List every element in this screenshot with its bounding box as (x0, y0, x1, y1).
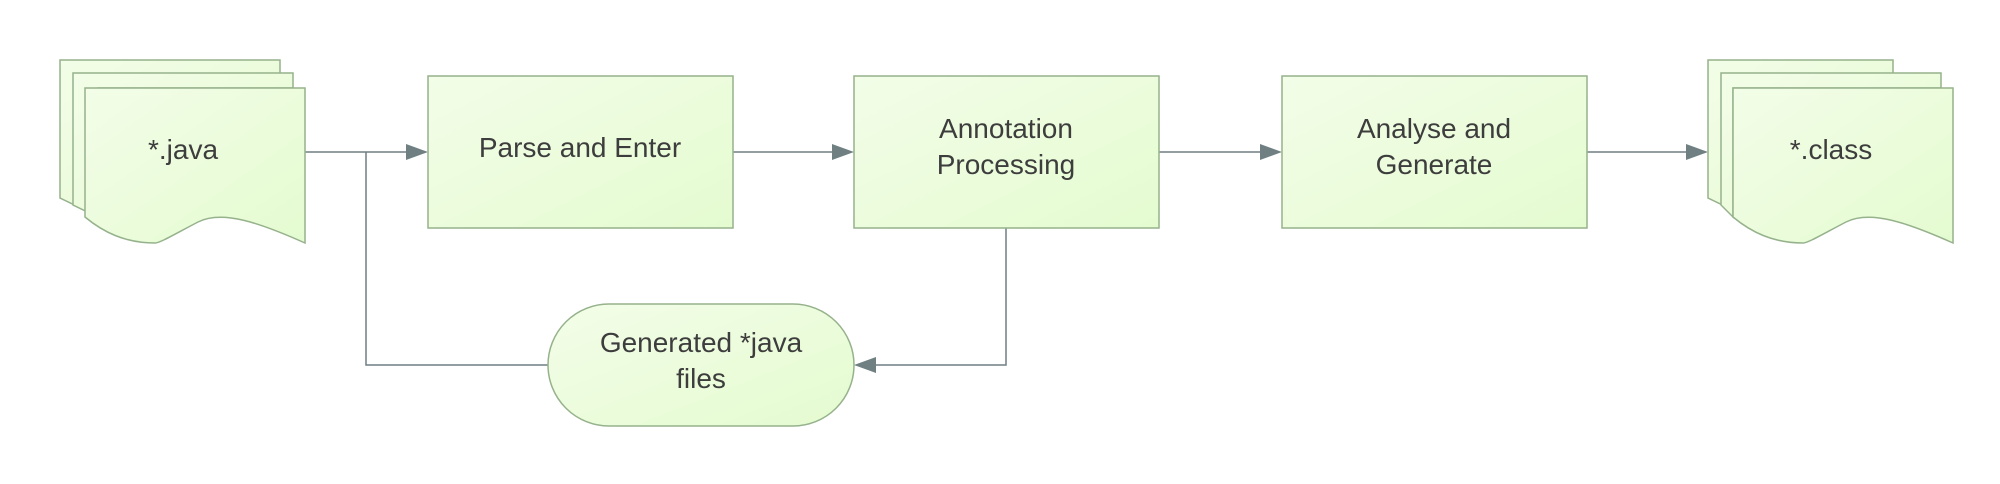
annotation-processing-box (853, 75, 1160, 229)
java-source-node: *.java (59, 59, 306, 245)
analyse-generate-node: Analyse and Generate (1281, 75, 1588, 229)
arrowhead-parse-to-annotation (832, 144, 854, 160)
parse-enter-box (427, 75, 734, 229)
class-output-label: *.class (1790, 134, 1872, 165)
java-source-label: *.java (148, 134, 218, 165)
annotation-processing-node: Annotation Processing (853, 75, 1160, 229)
edges (305, 144, 1708, 373)
edge-annotation-to-generated (874, 228, 1007, 366)
arrowhead-java-to-parse (406, 144, 428, 160)
analyse-generate-label-line1: Analyse and (1357, 113, 1511, 144)
annotation-processing-label-line2: Processing (937, 149, 1076, 180)
generated-java-node: Generated *java files (547, 303, 855, 427)
generated-java-terminator (547, 303, 855, 427)
arrowhead-annotation-to-analyse (1260, 144, 1282, 160)
annotation-processing-label-line1: Annotation (939, 113, 1073, 144)
edge-generated-to-parse (365, 152, 548, 366)
generated-java-label-line2: files (676, 363, 726, 394)
document-front-sheet (1732, 87, 1954, 245)
generated-java-label-line1: Generated *java (600, 327, 803, 358)
arrowhead-annotation-to-generated (854, 357, 876, 373)
arrowhead-analyse-to-class (1686, 144, 1708, 160)
document-front-sheet (84, 87, 306, 245)
parse-enter-node: Parse and Enter (427, 75, 734, 229)
analyse-generate-label-line2: Generate (1376, 149, 1493, 180)
analyse-generate-box (1281, 75, 1588, 229)
class-output-node: *.class (1707, 59, 1954, 245)
parse-enter-label: Parse and Enter (479, 132, 681, 163)
